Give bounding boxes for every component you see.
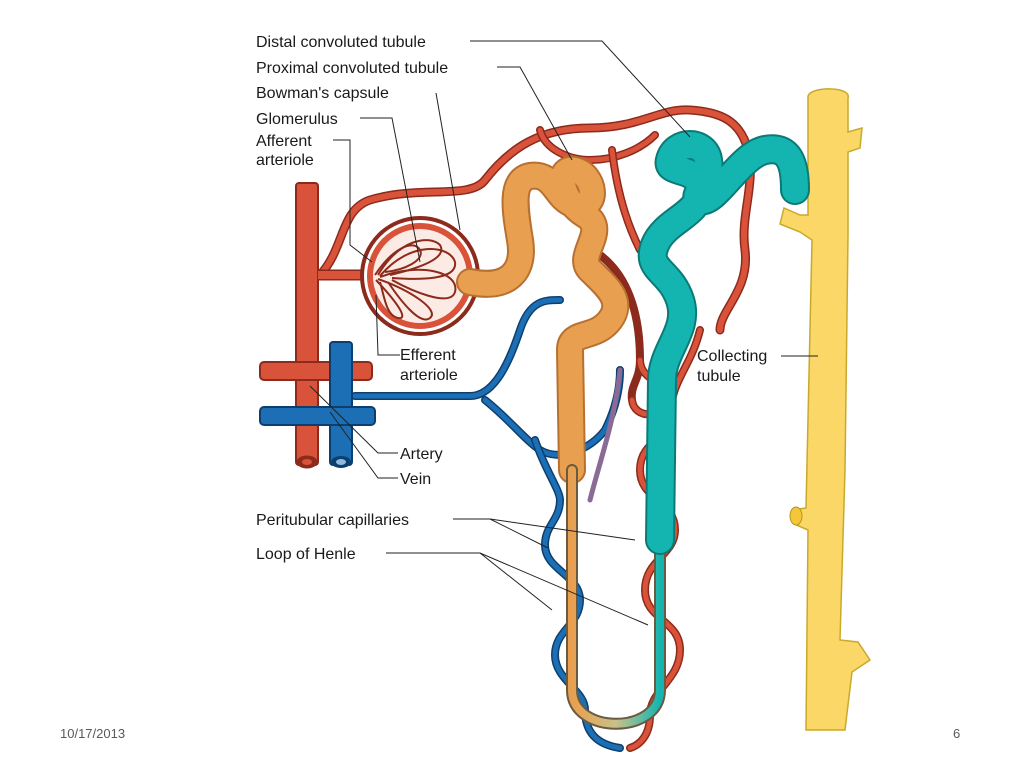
slide-number: 6 bbox=[953, 726, 961, 741]
label-proximal-convoluted-tubule: Proximal convoluted tubule bbox=[256, 60, 448, 77]
glomerulus bbox=[374, 239, 457, 321]
label-efferent-arteriole-line1: Efferent bbox=[400, 347, 456, 364]
label-afferent-arteriole-line1: Afferent bbox=[256, 133, 312, 150]
label-vein: Vein bbox=[400, 471, 431, 488]
label-peritubular-capillaries: Peritubular capillaries bbox=[256, 512, 409, 529]
leader-lines bbox=[309, 40, 818, 626]
label-efferent-arteriole-line2: arteriole bbox=[400, 367, 458, 384]
label-artery: Artery bbox=[400, 446, 443, 463]
loop-of-henle bbox=[566, 464, 666, 730]
slide-date: 10/17/2013 bbox=[60, 726, 126, 741]
diagram-labels: Distal convoluted tubule Proximal convol… bbox=[256, 34, 767, 563]
distal-convoluted-tubule bbox=[637, 130, 810, 555]
label-glomerulus: Glomerulus bbox=[256, 111, 338, 128]
collecting-tubule bbox=[779, 88, 872, 731]
label-collecting-tubule-line1: Collecting bbox=[697, 348, 767, 365]
proximal-convoluted-tubule bbox=[456, 155, 630, 484]
label-afferent-arteriole-line2: arteriole bbox=[256, 152, 314, 169]
label-collecting-tubule-line2: tubule bbox=[697, 368, 741, 385]
label-distal-convoluted-tubule: Distal convoluted tubule bbox=[256, 34, 426, 51]
label-loop-of-henle: Loop of Henle bbox=[256, 546, 356, 563]
label-bowmans-capsule: Bowman's capsule bbox=[256, 85, 389, 102]
